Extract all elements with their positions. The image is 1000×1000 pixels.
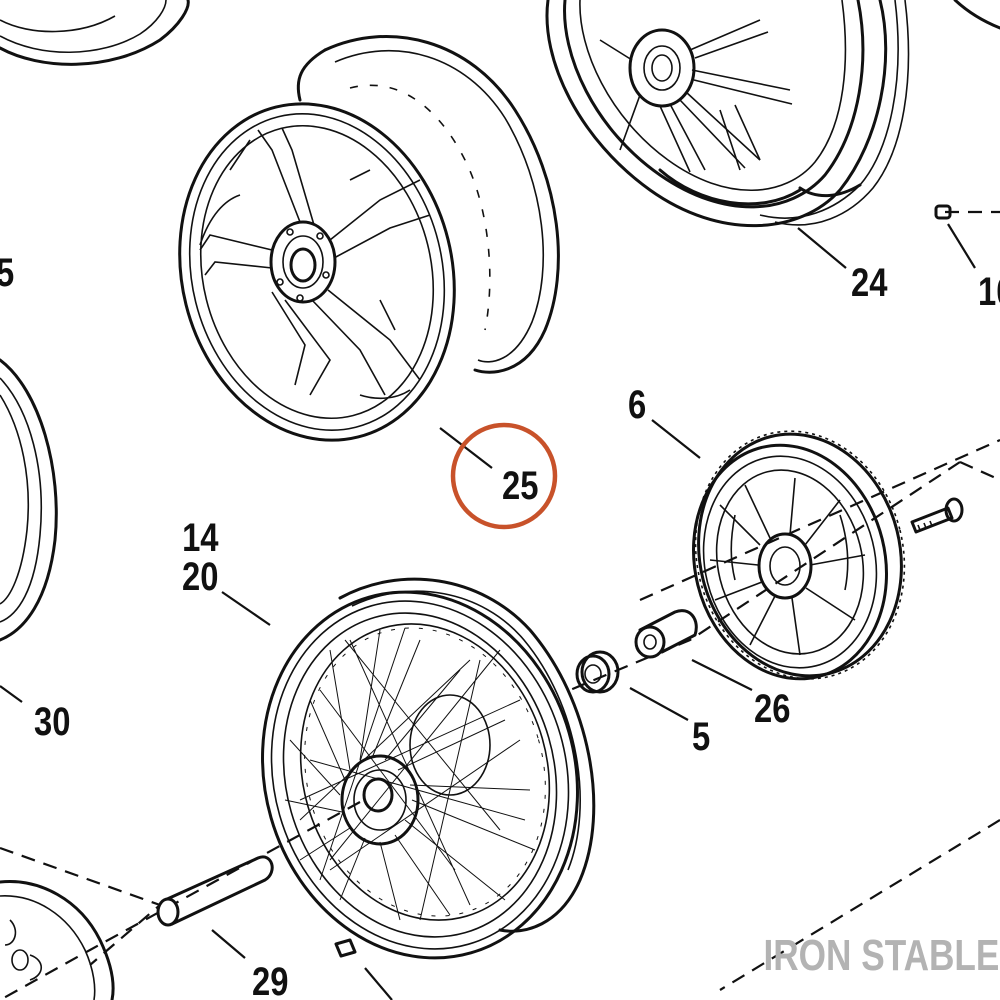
callout-24: 24 <box>851 260 888 305</box>
leader-lines <box>0 223 976 1000</box>
small-insert <box>334 938 357 958</box>
callout-26: 26 <box>754 686 790 731</box>
axle-sleeve-29 <box>156 855 274 927</box>
pulley-6 <box>692 430 906 681</box>
wheel-24 <box>545 0 910 228</box>
axle-bolt <box>910 497 964 534</box>
valve-cap-10 <box>934 204 952 220</box>
spoked-wheel-14-20 <box>261 577 596 960</box>
callout-6: 6 <box>628 382 646 427</box>
assembly-axis-lines <box>0 210 1000 1000</box>
callout-14: 14 <box>182 515 219 560</box>
partial-wheel-left-edge <box>0 358 58 642</box>
callout-left-partial: 5 <box>0 250 14 295</box>
partial-brake-rotor <box>0 880 115 1000</box>
watermark: IRON STABLE <box>763 931 999 980</box>
spacer-26 <box>634 609 698 659</box>
highlight-circle <box>450 422 558 530</box>
callout-right-partial: 10 <box>978 269 1000 314</box>
bearing-5 <box>575 650 620 694</box>
partial-wheel-top-left <box>0 0 190 66</box>
callout-29: 29 <box>252 959 288 1000</box>
callout-5: 5 <box>692 714 710 759</box>
callout-25: 25 <box>502 463 538 508</box>
wheel-25 <box>178 35 560 442</box>
callout-20: 20 <box>182 554 218 599</box>
callout-30: 30 <box>34 699 70 744</box>
partial-wheel-top-right <box>953 0 1000 30</box>
